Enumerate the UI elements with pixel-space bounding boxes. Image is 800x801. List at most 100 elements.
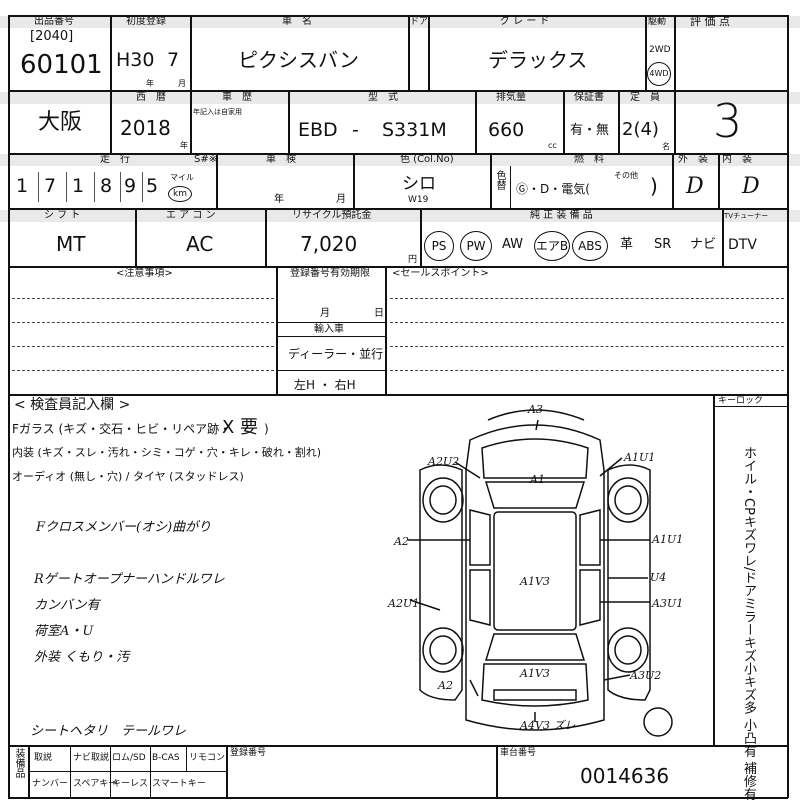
footer-item: 取説 [34,753,53,763]
model-code: S331M [382,119,447,141]
inspection-label: 車 検 [266,154,296,165]
damage-mark: A1V3 [520,575,550,588]
frame-number: 0014636 [580,764,670,788]
mileage-label: 走 行 [100,154,130,165]
import-label: 輸入車 [314,324,344,335]
lot-number: 60101 [20,50,103,80]
damage-mark: A1U1 [652,533,684,546]
glass-line: Fガラス (キズ・交石・ヒビ・リペア跡・ [12,422,232,436]
year-unit: 年 [146,79,154,88]
chassis-label: 車 歴 [222,92,252,103]
mileage-digit: 5 [146,175,159,197]
equip-leather: 革 [620,237,634,252]
exterior-label: 外 装 [678,154,708,165]
door-label: ドア [410,17,429,27]
displacement: 660 [488,119,525,141]
capacity-unit: 名 [662,142,670,151]
equip-aw: AW [502,237,524,252]
ac: AC [186,232,214,256]
first-reg-month: 7 [167,49,180,71]
grade: デラックス [488,48,588,72]
equip-airbag: エアB [534,231,570,261]
hand-note: Fクロスメンバー(オシ)曲がり [36,520,212,535]
warranty: 有・無 [570,123,610,138]
color-code: W19 [408,195,429,205]
car-name-label: 車 名 [282,16,312,27]
hand-note: シートヘタリ テールワレ [30,724,187,739]
km-unit-circle: km [168,186,192,202]
damage-mark: U4 [650,571,667,584]
damage-mark: A2U1 [388,597,420,610]
fuel-close: ) [650,174,658,198]
equip-pw: PW [460,231,492,261]
grade-label: グ レ ー ド [500,16,550,27]
damage-mark: A3U2 [630,669,662,682]
damage-mark: A2 [394,535,409,548]
drive-2wd: 2WD [649,45,671,55]
first-reg-label: 初度登録 [126,16,166,27]
recycle: 7,020 [300,232,358,256]
damage-mark: A2 [438,679,453,692]
month-unit: 月 [178,79,186,88]
color-change-label: 色替 [494,170,505,190]
lot-small: [2040] [30,29,74,44]
interior-line: 内装 (キズ・スレ・汚れ・シミ・コゲ・穴・キレ・破れ・割れ) [12,446,322,459]
footer-item: ロム/SD [112,753,146,763]
steering-value: 左H ・ 右H [294,378,356,392]
mileage-digit: 1 [16,175,29,197]
mileage-digit: 7 [44,175,57,197]
ac-label: エ ア コ ン [166,210,216,221]
glass-close: ) [264,422,269,436]
damage-mark: A3U1 [652,597,684,610]
inspector-title: < 検査員記入欄 > [14,397,131,413]
capacity: 2(4) [622,119,659,140]
hand-note: Rゲートオープナーハンドルワレ [34,572,225,587]
fuel-label: 燃 料 [574,154,604,165]
audio-line: オーディオ (無し・穴) / タイヤ (スタッドレス) [12,470,244,483]
caution-label: <注意事項> [116,268,173,279]
footer-item: スマートキー [152,779,206,789]
key-lock-label: キーロック [718,396,764,406]
interior-label: 内 装 [722,154,752,165]
model-prefix: EBD [298,119,338,141]
hand-note: カンバン有 [34,598,100,613]
shift: MT [56,232,86,256]
glass-mark: X 要 [222,417,259,438]
lane-label: 出品番号 [34,16,74,27]
seireki-label: 西 暦 [136,92,166,103]
row3-label-stripe [0,154,800,166]
footer-item: ナビ取説 [73,753,110,763]
tuner-label: TVチューナー [724,212,769,220]
reg-number-label: 登録番号 [230,748,267,758]
reg-expiry-label: 登録番号有効期限 [290,268,370,279]
yen-unit: 円 [408,255,418,265]
color-label: 色 (Col.No) [400,154,454,165]
mileage-digit: 8 [100,175,113,197]
import-value: ディーラー・並行 [288,347,384,361]
side-note: ホイル・CPキズワレ/ドアミラーキズ小キズ多 小凸有 補修有 [741,446,756,801]
footer-item: リモコン [189,753,226,763]
first-reg-era: H30 [116,49,155,71]
damage-mark: A3 [528,403,543,416]
exterior-grade: D [686,174,704,199]
sales-point-label: <セールスポイント> [392,268,489,279]
equip-abs: ABS [572,231,608,261]
mileage-digit: 1 [72,175,85,197]
expiry-month-unit: 月 [320,308,330,319]
color: シロ [402,174,436,194]
equip-dtv: DTV [728,237,757,253]
drive-label: 駆動 [648,17,667,27]
warranty-label: 保証書 [574,92,604,103]
footer-item: B-CAS [152,753,180,763]
fuel-options: Ⓖ・D・電気( [516,182,590,196]
damage-mark: A4V3 ズレ [520,719,576,732]
score: 3 [713,94,743,148]
s-label: S#※ [194,154,218,165]
frame-label: 車台番号 [500,748,537,758]
row2-label-stripe [0,92,800,104]
mile-unit: マイル [170,173,194,182]
seireki-year-unit: 年 [180,141,188,150]
damage-mark: A1 [530,473,545,486]
hand-note: 外装 くもり・汚 [34,650,130,665]
